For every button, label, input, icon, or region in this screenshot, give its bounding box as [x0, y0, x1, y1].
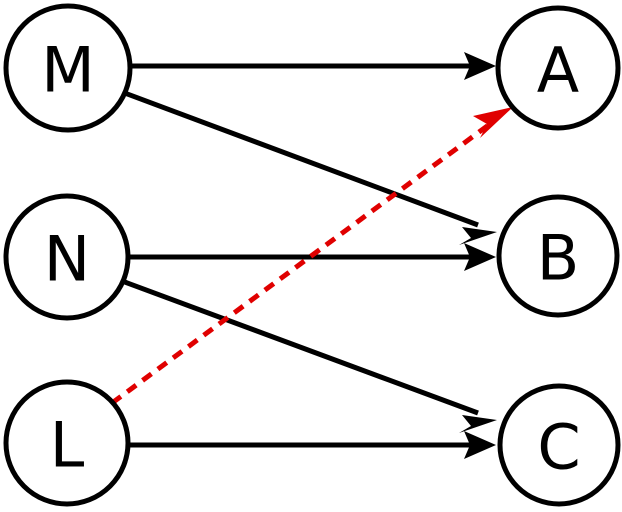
node-N-circle — [3, 193, 131, 321]
node-M[interactable]: M — [3, 3, 133, 133]
edge-layer — [110, 52, 513, 459]
node-N-label: N — [44, 223, 90, 296]
edge-N-C-line — [121, 278, 479, 416]
edge-N-C[interactable] — [121, 278, 497, 433]
node-A-label: A — [537, 34, 579, 107]
node-B-circle — [496, 194, 620, 318]
node-L[interactable]: L — [3, 379, 131, 507]
edge-N-C-arrowhead — [459, 415, 497, 433]
edge-L-C-arrowhead — [464, 431, 496, 459]
edge-M-B-line — [121, 89, 479, 228]
node-L-circle — [3, 379, 131, 507]
edge-N-B[interactable] — [129, 243, 496, 271]
edge-L-C[interactable] — [129, 431, 496, 459]
node-layer: M N L A B C — [3, 3, 621, 507]
node-A[interactable]: A — [495, 5, 621, 131]
edge-M-B-arrowhead — [459, 227, 497, 245]
edge-N-B-arrowhead — [464, 243, 496, 271]
node-A-circle — [495, 5, 621, 131]
node-M-label: M — [41, 34, 95, 107]
node-B[interactable]: B — [496, 194, 620, 318]
edge-M-A-arrowhead — [464, 52, 496, 80]
edge-M-B[interactable] — [121, 89, 497, 245]
node-N[interactable]: N — [3, 193, 131, 321]
edge-M-A[interactable] — [130, 52, 496, 80]
edge-L-A-dashed-line — [110, 118, 496, 406]
node-C-circle — [497, 383, 621, 507]
node-C-label: C — [537, 411, 580, 484]
node-L-label: L — [50, 409, 85, 482]
edge-L-A-dashed[interactable] — [110, 107, 513, 406]
node-B-label: B — [537, 222, 580, 295]
edge-L-A-arrowhead — [473, 107, 513, 138]
node-C[interactable]: C — [497, 383, 621, 507]
node-M-circle — [3, 3, 133, 133]
